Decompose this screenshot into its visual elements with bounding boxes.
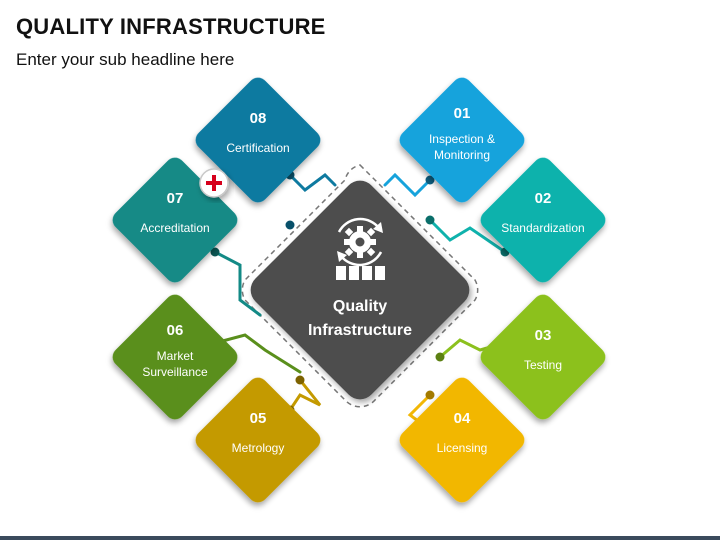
page-title: QUALITY INFRASTRUCTURE [16, 14, 326, 39]
bottom-bar [0, 536, 720, 540]
item-label: Monitoring [434, 148, 490, 162]
item-number: 04 [454, 410, 471, 427]
item-diamond [480, 294, 606, 420]
item-number: 05 [250, 410, 267, 427]
item-number: 07 [167, 190, 184, 207]
item-diamond [195, 377, 321, 503]
connector-dot [210, 247, 220, 257]
connector-dot [285, 220, 295, 230]
item-diamond [195, 77, 321, 203]
connector-dot [295, 375, 305, 385]
item-label: Certification [226, 141, 289, 155]
item-diamond [399, 77, 525, 203]
connector-dot [425, 215, 435, 225]
item-number: 06 [167, 322, 184, 339]
connector-06 [213, 333, 302, 374]
center-diamond [250, 180, 470, 400]
connector-dot [425, 390, 435, 400]
item-diamond [480, 157, 606, 283]
item-label: Testing [524, 358, 562, 372]
item-number: 03 [535, 327, 552, 344]
plus-icon[interactable] [199, 168, 229, 198]
connector-05 [288, 378, 322, 412]
page-subtitle: Enter your sub headline here [16, 50, 235, 69]
item-label: Metrology [232, 441, 285, 455]
item-label: Market [157, 349, 194, 363]
item-label: Standardization [501, 221, 584, 235]
center-label-line2: Infrastructure [308, 322, 412, 339]
item-diamond [399, 377, 525, 503]
connector-02 [428, 218, 507, 254]
item-label: Inspection & [429, 132, 495, 146]
item-number: 02 [535, 190, 552, 207]
item-label: Surveillance [142, 365, 208, 379]
connector-dot [435, 352, 445, 362]
item-diamond [112, 294, 238, 420]
connector-01 [383, 172, 432, 198]
item-number: 08 [250, 110, 267, 127]
connector-dot [425, 175, 435, 185]
item-label: Licensing [437, 441, 488, 455]
connector-08 [288, 173, 337, 192]
center-dashed-outline [241, 164, 479, 408]
connector-07 [213, 250, 262, 317]
item-label: Accreditation [140, 221, 209, 235]
item-number: 01 [454, 105, 471, 122]
gear-cycle-icon [336, 217, 385, 280]
center-label-line1: Quality [333, 298, 387, 315]
